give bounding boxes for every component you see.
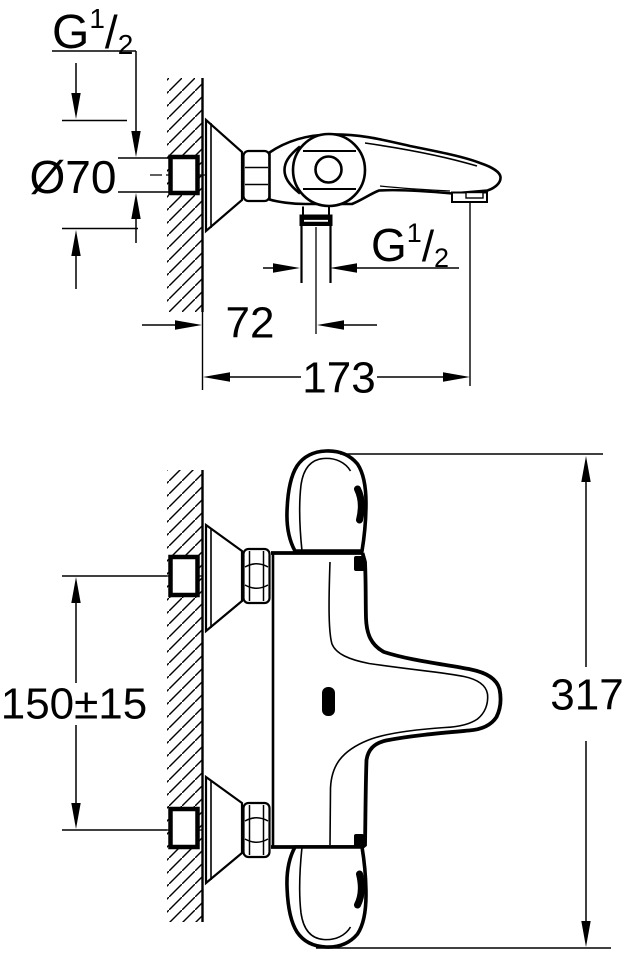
safety-stop-button: [354, 485, 365, 524]
hex-nut-side: [242, 149, 271, 203]
dimension-escutcheon-diameter: Ø70: [30, 63, 138, 289]
cartridge-cap: [283, 132, 367, 208]
aerator: [451, 191, 488, 203]
bath-spout-front: [360, 552, 503, 849]
dimension-wall-thread: G1/2: [52, 3, 169, 243]
wall-nipple: [168, 806, 200, 850]
hose-thread-label: G1/2: [371, 218, 449, 273]
escutcheon-side: [204, 117, 244, 234]
wall-hatching: [167, 470, 203, 922]
hex-nut-front: [242, 547, 271, 605]
overall-height-label: 317: [550, 671, 623, 720]
flow-knob: [285, 845, 368, 949]
wall-section-front: [167, 470, 204, 922]
dimension-spout-projection: 173: [201, 203, 471, 403]
escutcheon-diameter-label: Ø70: [30, 151, 117, 203]
spout-inner-line: [328, 561, 489, 846]
spout-outlet-opening: [322, 687, 335, 716]
escutcheon-front: [204, 522, 244, 634]
temperature-knob: [285, 449, 368, 553]
hose-offset-label: 72: [226, 299, 275, 348]
diverter-detail-lower: [354, 834, 364, 847]
wall-thread-label: G1/2: [52, 3, 133, 60]
spout-lower-line: [379, 185, 451, 192]
dimension-inlet-spacing: 150±15: [1, 577, 148, 829]
hex-nut-front: [242, 801, 271, 859]
diverter-detail-upper: [354, 556, 365, 571]
front-view: 150±15 317: [1, 449, 624, 949]
dimension-hose-thread: G1/2: [263, 218, 459, 273]
shower-hose-outlet: [299, 206, 333, 283]
dimension-overall-height: 317: [316, 453, 624, 949]
cap-screw: [314, 155, 343, 184]
spout-highlight-line: [364, 142, 478, 167]
escutcheon-front: [204, 774, 244, 886]
bath-spout-front-fill: [362, 553, 501, 847]
wall-nipple: [168, 554, 200, 598]
side-view: G1/2 Ø70 G1/2: [30, 3, 502, 403]
lower-union: [168, 774, 271, 886]
inlet-spacing-label: 150±15: [1, 680, 148, 729]
mixer-body-front: [271, 449, 503, 949]
mixer-body-side: [268, 132, 502, 283]
wall-nipple: [168, 154, 200, 196]
volume-button: [354, 870, 365, 909]
spout-projection-label: 173: [302, 354, 375, 403]
dimension-hose-offset: 72: [142, 227, 377, 348]
upper-union: [168, 522, 271, 634]
